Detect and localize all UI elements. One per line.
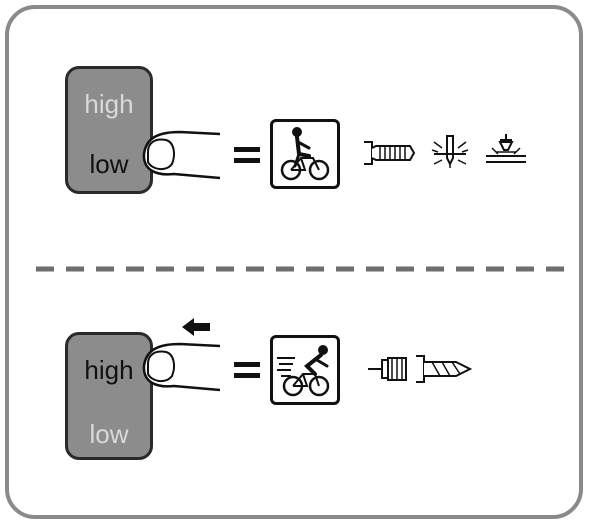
- gear-switch-high[interactable]: high low: [65, 332, 153, 460]
- switch-high-label: high: [84, 89, 134, 119]
- screw-icon: [364, 141, 416, 165]
- arrow-left-icon: [182, 318, 210, 336]
- cyclist-slow-icon: [270, 119, 340, 189]
- welding-icon: [486, 134, 526, 163]
- hole-saw-icon: [368, 357, 407, 381]
- finger-icon: [142, 342, 220, 392]
- finger-icon: [142, 130, 220, 180]
- switch-low-label: low: [89, 419, 129, 449]
- equals-sign: [234, 362, 260, 384]
- gear-switch-low[interactable]: high low: [65, 66, 153, 194]
- section-divider: [36, 266, 566, 272]
- drill-bit-icon: [416, 355, 473, 383]
- chisel-spark-icon: [431, 135, 469, 168]
- switch-high-label: high: [84, 355, 134, 385]
- equals-sign: [234, 147, 260, 169]
- cyclist-fast-icon: [270, 335, 340, 405]
- switch-low-label: low: [89, 149, 129, 179]
